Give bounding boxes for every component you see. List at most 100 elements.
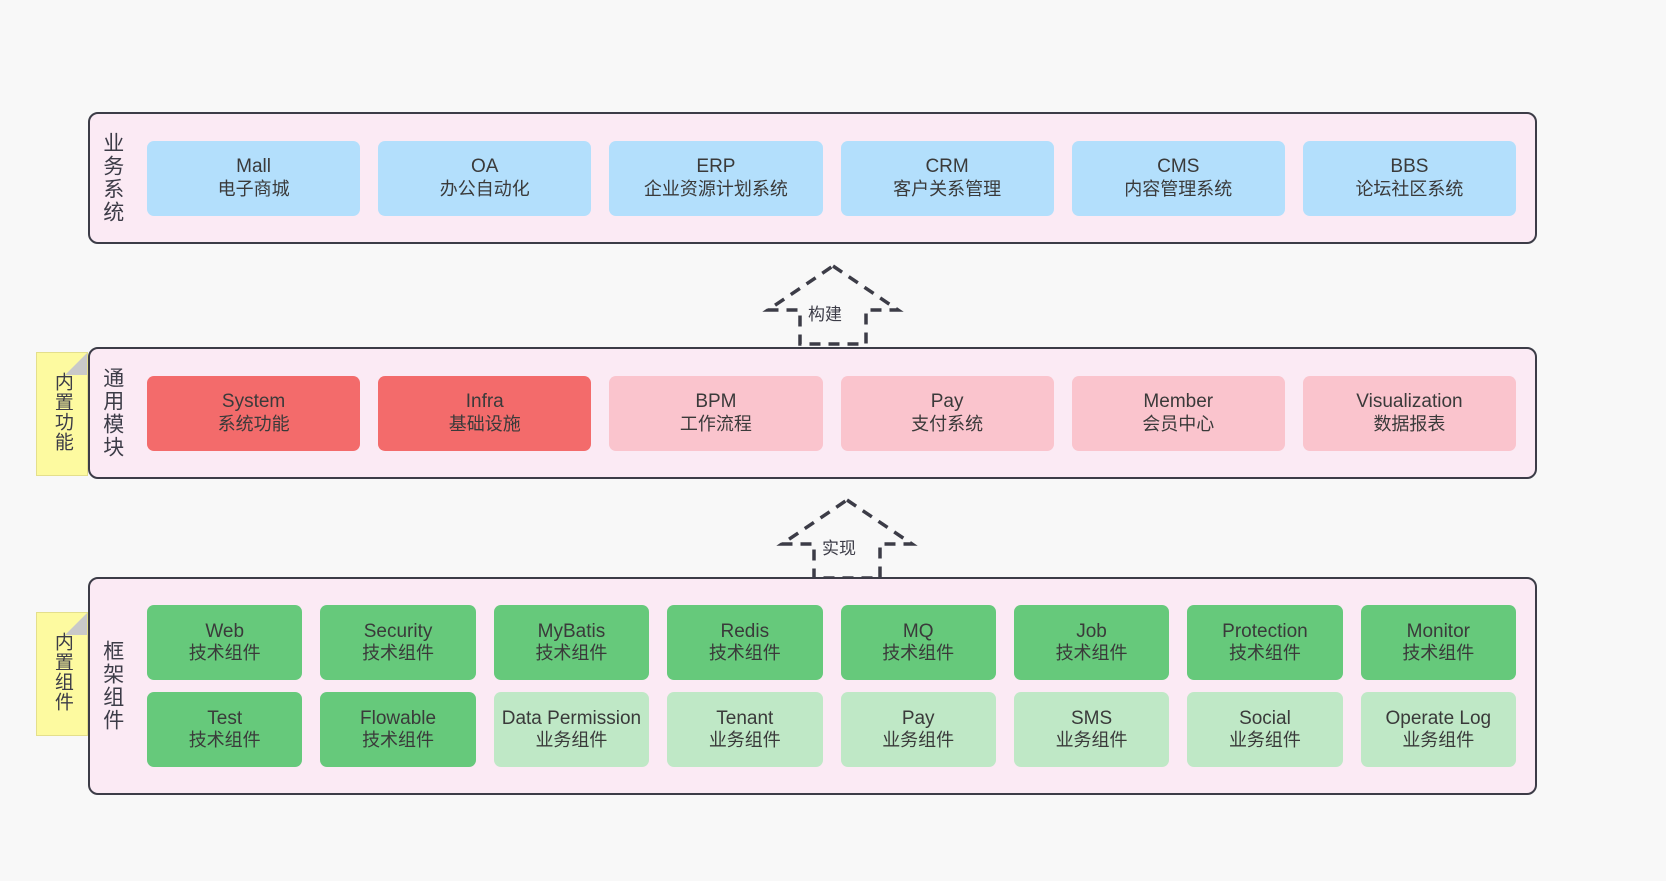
node-web[interactable]: Web 技术组件: [147, 605, 303, 680]
node-redis[interactable]: Redis 技术组件: [667, 605, 823, 680]
node-title: Data Permission: [501, 707, 642, 729]
node-subtitle: 会员中心: [1142, 413, 1215, 434]
node-title: Visualization: [1356, 391, 1463, 413]
node-subtitle: 业务组件: [535, 730, 608, 751]
node-operate-log[interactable]: Operate Log 业务组件: [1360, 692, 1516, 767]
node-security[interactable]: Security 技术组件: [320, 605, 476, 680]
node-subtitle: 支付系统: [911, 413, 984, 434]
layer-label-business-system: 业务系统: [100, 132, 124, 224]
node-subtitle: 电子商城: [217, 178, 290, 199]
node-subtitle: 技术组件: [1055, 643, 1128, 664]
note-builtin-component: 内置组件: [36, 612, 88, 736]
node-title: CRM: [925, 156, 969, 178]
connector-implement-label: 实现: [820, 534, 858, 559]
node-mall[interactable]: Mall 电子商城: [147, 140, 361, 216]
node-title: SMS: [1070, 707, 1113, 729]
node-title: System: [221, 391, 286, 413]
node-test[interactable]: Test 技术组件: [147, 692, 303, 767]
node-subtitle: 技术组件: [1402, 643, 1475, 664]
node-data-permission[interactable]: Data Permission 业务组件: [493, 692, 650, 767]
node-tenant[interactable]: Tenant 业务组件: [667, 692, 823, 767]
node-title: Tenant: [716, 707, 774, 729]
node-subtitle: 客户关系管理: [893, 178, 1002, 199]
node-title: MyBatis: [537, 620, 606, 642]
node-title: ERP: [696, 156, 736, 178]
node-visualization[interactable]: Visualization 数据报表: [1302, 375, 1517, 451]
node-title: Test: [207, 707, 243, 729]
node-subtitle: 业务组件: [1228, 730, 1301, 751]
node-title: BPM: [695, 391, 737, 413]
connector-build: 构建: [748, 258, 918, 348]
node-title: Job: [1076, 620, 1107, 642]
node-infra[interactable]: Infra 基础设施: [378, 375, 592, 451]
node-erp[interactable]: ERP 企业资源计划系统: [609, 140, 823, 216]
node-title: Protection: [1222, 620, 1308, 642]
note-text: 内置功能: [51, 372, 73, 452]
node-pay[interactable]: Pay 支付系统: [840, 375, 1054, 451]
connector-implement: 实现: [762, 492, 932, 582]
node-subtitle: 内容管理系统: [1124, 178, 1233, 199]
node-subtitle: 技术组件: [188, 643, 261, 664]
node-title: Pay: [901, 707, 935, 729]
node-pay-business[interactable]: Pay 业务组件: [840, 692, 996, 767]
node-title: Mall: [236, 156, 271, 178]
node-subtitle: 业务组件: [882, 730, 955, 751]
node-title: Member: [1143, 391, 1214, 413]
connector-build-label: 构建: [806, 300, 844, 325]
node-title: Infra: [465, 391, 504, 413]
layer-common-module: 通用模块 System 系统功能 Infra 基础设施 BPM 工作流程 Pay…: [88, 347, 1537, 479]
node-job[interactable]: Job 技术组件: [1013, 605, 1170, 680]
layer-body-framework-component: Web 技术组件 Security 技术组件 MyBatis 技术组件 Redi…: [134, 579, 1535, 793]
node-subtitle: 系统功能: [217, 413, 290, 434]
node-bpm[interactable]: BPM 工作流程: [609, 375, 823, 451]
layer-body-common-module: System 系统功能 Infra 基础设施 BPM 工作流程 Pay 支付系统…: [134, 349, 1535, 477]
node-mq[interactable]: MQ 技术组件: [840, 605, 996, 680]
node-title: Security: [363, 620, 433, 642]
node-subtitle: 技术组件: [362, 643, 435, 664]
node-subtitle: 技术组件: [1228, 643, 1301, 664]
node-cms[interactable]: CMS 内容管理系统: [1071, 140, 1285, 216]
node-social[interactable]: Social 业务组件: [1187, 692, 1343, 767]
node-subtitle: 工作流程: [679, 413, 752, 434]
node-system[interactable]: System 系统功能: [147, 375, 361, 451]
node-protection[interactable]: Protection 技术组件: [1187, 605, 1343, 680]
layer-label-common-module: 通用模块: [100, 367, 124, 459]
build-arrow-icon: [762, 263, 904, 346]
node-title: Pay: [930, 391, 964, 413]
node-crm[interactable]: CRM 客户关系管理: [840, 140, 1054, 216]
node-sms[interactable]: SMS 业务组件: [1013, 692, 1170, 767]
node-subtitle: 办公自动化: [439, 178, 530, 199]
node-subtitle: 技术组件: [882, 643, 955, 664]
node-subtitle: 基础设施: [448, 413, 521, 434]
node-subtitle: 技术组件: [362, 730, 435, 751]
node-title: Monitor: [1406, 620, 1470, 642]
node-subtitle: 技术组件: [188, 730, 261, 751]
node-member[interactable]: Member 会员中心: [1071, 375, 1285, 451]
node-subtitle: 业务组件: [1402, 730, 1475, 751]
node-subtitle: 数据报表: [1373, 413, 1446, 434]
node-title: CMS: [1157, 156, 1200, 178]
node-bbs[interactable]: BBS 论坛社区系统: [1302, 140, 1517, 216]
framework-tech-row: Web 技术组件 Security 技术组件 MyBatis 技术组件 Redi…: [138, 605, 1525, 680]
node-subtitle: 技术组件: [708, 643, 781, 664]
node-flowable[interactable]: Flowable 技术组件: [320, 692, 476, 767]
node-monitor[interactable]: Monitor 技术组件: [1360, 605, 1516, 680]
node-subtitle: 企业资源计划系统: [643, 178, 788, 199]
node-title: MQ: [902, 620, 934, 642]
node-mybatis[interactable]: MyBatis 技术组件: [493, 605, 650, 680]
layer-business-system: 业务系统 Mall 电子商城 OA 办公自动化 ERP 企业资源计划系统 CRM…: [88, 112, 1537, 244]
note-text: 内置组件: [51, 632, 73, 712]
node-subtitle: 技术组件: [535, 643, 608, 664]
node-subtitle: 业务组件: [1055, 730, 1128, 751]
node-title: Flowable: [360, 707, 437, 729]
node-title: Social: [1239, 707, 1291, 729]
layer-framework-component: 框架组件 Web 技术组件 Security 技术组件 MyBatis 技术组件…: [88, 577, 1537, 795]
node-oa[interactable]: OA 办公自动化: [378, 140, 592, 216]
node-title: BBS: [1390, 156, 1429, 178]
layer-body-business-system: Mall 电子商城 OA 办公自动化 ERP 企业资源计划系统 CRM 客户关系…: [134, 114, 1535, 242]
layer-label-framework-component: 框架组件: [100, 640, 124, 732]
node-title: OA: [471, 156, 499, 178]
node-title: Web: [205, 620, 245, 642]
node-title: Operate Log: [1385, 707, 1492, 729]
